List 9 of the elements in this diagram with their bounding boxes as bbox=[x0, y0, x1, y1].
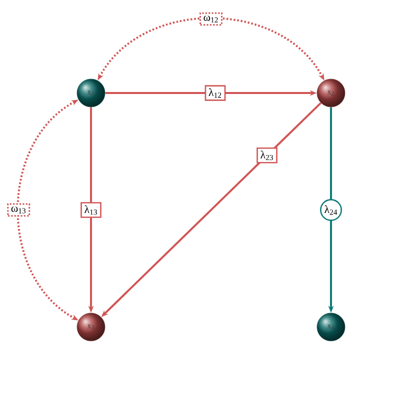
edge-label: λ$_{13}$ bbox=[80, 202, 102, 218]
edge-label: ω$_{13}$ bbox=[7, 203, 30, 217]
node-label: x$_{3}$ bbox=[87, 324, 94, 330]
edge-label: λ$_{12}$ bbox=[204, 85, 226, 101]
edge-label: ω$_{12}$ bbox=[200, 12, 222, 26]
node-label: x$_{4}$ bbox=[327, 324, 334, 330]
node-label: x$_{2}$ bbox=[327, 90, 334, 96]
edge-label: λ$_{24}$ bbox=[320, 199, 342, 221]
edge-label: λ$_{23}$ bbox=[256, 148, 278, 164]
